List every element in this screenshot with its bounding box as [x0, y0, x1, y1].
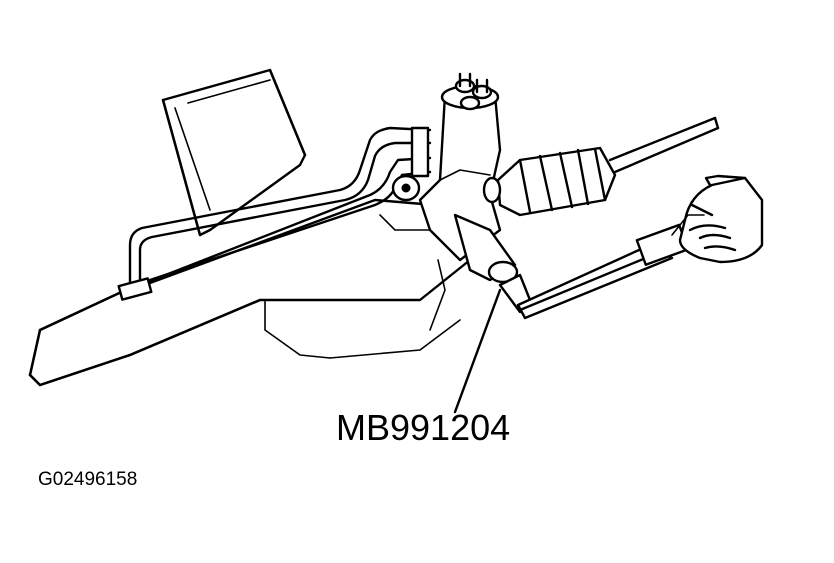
special-tool [453, 213, 690, 320]
figure-id-label: G02496158 [38, 469, 138, 490]
callout-leader-line [453, 288, 502, 414]
rack-housing [28, 198, 472, 387]
rack-boot [482, 146, 617, 217]
tool-callout-label: MB991204 [336, 407, 511, 448]
hand-icon [671, 174, 764, 264]
valve-housing [379, 72, 502, 262]
tie-rod [608, 116, 720, 174]
mounting-bracket [161, 68, 307, 237]
gear-housing-detail [429, 259, 446, 331]
